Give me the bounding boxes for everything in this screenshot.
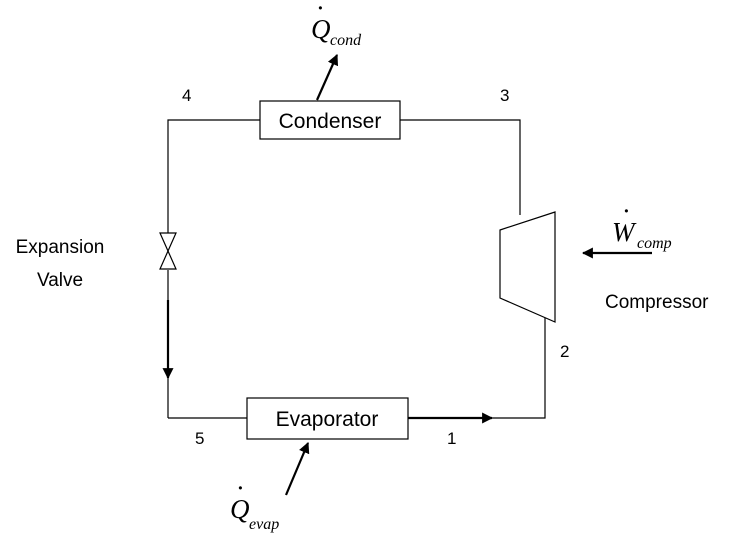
state-label-5: 5	[195, 429, 204, 448]
q-cond-dot: ·	[317, 0, 324, 23]
compressor-shape	[499, 211, 556, 323]
expansion-valve-shape-lower	[159, 249, 177, 270]
q-cond-arrow	[315, 53, 339, 101]
w-comp-main: W	[612, 217, 637, 247]
expansion-valve-shape	[159, 232, 177, 253]
q-evap-arrow	[284, 441, 310, 496]
compressor-label: Compressor	[605, 292, 709, 313]
evaporator-box	[246, 397, 409, 440]
w-comp-subscript: comp	[637, 235, 672, 252]
evaporator-label: Evaporator	[276, 408, 379, 431]
q-cond-main: Q	[311, 14, 331, 44]
state-label-4: 4	[182, 86, 191, 105]
condenser-box	[259, 100, 401, 140]
expansion-valve-label-line2: Valve	[37, 270, 83, 291]
state-label-3: 3	[500, 86, 509, 105]
w-comp-dot: ·	[623, 196, 630, 226]
q-cond-symbol: · Q cond	[311, 0, 362, 49]
pipe-2-to-1	[408, 305, 546, 419]
q-evap-symbol: · Q evap	[230, 473, 279, 533]
state-label-2: 2	[560, 342, 569, 361]
q-evap-dot: ·	[237, 473, 244, 503]
pipe-4-to-condenser	[167, 119, 260, 233]
q-evap-subscript: evap	[249, 516, 279, 533]
state-label-1: 1	[447, 429, 456, 448]
w-comp-symbol: · W comp	[612, 196, 672, 252]
pipe-condenser-to-3	[400, 119, 521, 215]
q-cond-subscript: cond	[330, 32, 362, 49]
q-evap-main: Q	[230, 494, 250, 524]
condenser-label: Condenser	[279, 110, 382, 133]
expansion-valve-label-line1: Expansion	[16, 237, 105, 258]
